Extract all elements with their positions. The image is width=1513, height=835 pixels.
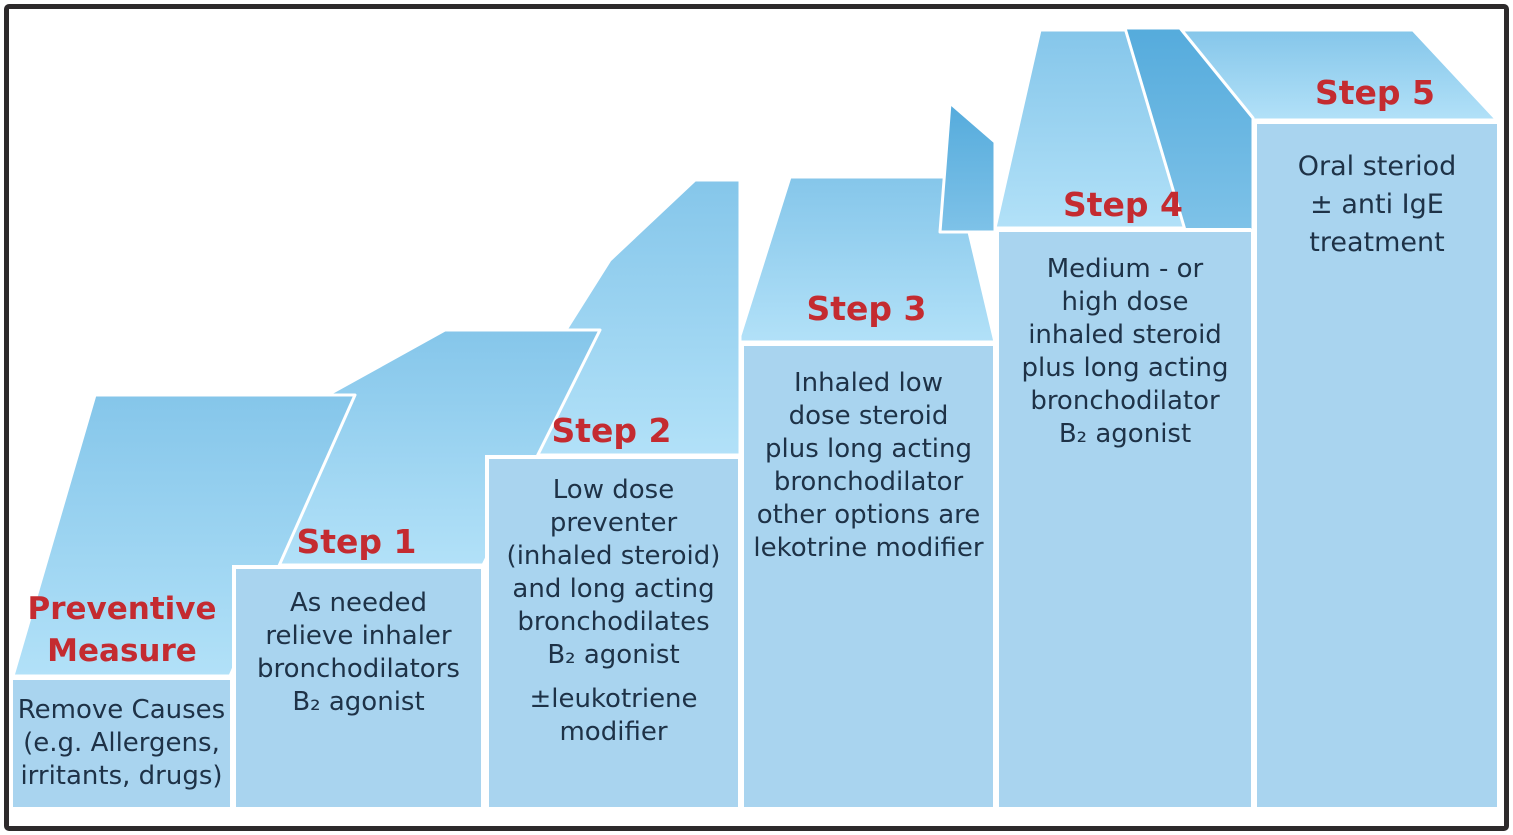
panel-preventive: Remove Causes(e.g. Allergens,irritants, …	[13, 676, 230, 807]
text-line: Oral steriod	[1297, 151, 1457, 182]
text-line: relieve inhaler	[265, 621, 452, 651]
panel-body-step-5: Oral steriod ± anti IgE treatment	[1257, 124, 1497, 262]
text-line: dose steroid	[788, 401, 949, 431]
label-step-4: Step 4	[995, 184, 1251, 226]
text-line: other options are	[756, 500, 981, 530]
text-line: Step 2	[551, 411, 672, 450]
text-line: and long acting	[512, 574, 715, 604]
text-line: bronchodilators	[257, 654, 460, 684]
text-line: preventer	[549, 508, 678, 538]
text-line: Step 3	[806, 289, 927, 328]
text-line: ±leukotriene	[529, 684, 698, 714]
text-line: Inhaled low	[794, 368, 943, 398]
text-line: inhaled steroid	[1028, 320, 1222, 350]
text-line: modifier	[559, 717, 668, 747]
text-line: Preventive	[27, 591, 217, 627]
text-line: As needed	[289, 588, 428, 618]
text-line: ± anti IgE	[1310, 189, 1444, 220]
text-line: Low dose	[552, 475, 675, 505]
text-line: B₂ agonist	[292, 687, 425, 717]
text-line: B₂ agonist	[1058, 419, 1192, 449]
text-line: (e.g. Allergens,	[23, 728, 220, 758]
label-step-1: Step 1	[232, 521, 481, 563]
text-line: high dose	[1061, 287, 1189, 317]
text-line: Medium - or	[1046, 254, 1204, 284]
text-line: irritants, drugs)	[20, 761, 223, 791]
text-line: Step 5	[1315, 73, 1435, 112]
text-line: treatment	[1309, 227, 1445, 258]
text-line: plus long acting	[1021, 353, 1229, 383]
text-line: lekotrine modifier	[753, 533, 984, 563]
label-step-3: Step 3	[740, 288, 993, 330]
text-line: bronchodilates	[517, 607, 710, 637]
text-line: bronchodilator	[773, 467, 964, 497]
text-line: bronchodilator	[1030, 386, 1220, 416]
panel-body-preventive: Remove Causes(e.g. Allergens,irritants, …	[13, 680, 230, 793]
text-line: Step 1	[296, 522, 417, 561]
label-step-2: Step 2	[485, 410, 738, 452]
text-line: Remove Causes	[17, 695, 226, 725]
panel-step-5: Oral steriod ± anti IgE treatment	[1253, 120, 1497, 807]
text-line: Step 4	[1063, 185, 1183, 224]
text-line: plus long acting	[764, 434, 973, 464]
text-line: (inhaled steroid)	[506, 541, 721, 571]
text-line: B₂ agonist	[547, 640, 680, 670]
side-face-step-4	[938, 101, 997, 234]
label-step-5: Step 5	[1253, 72, 1497, 114]
text-line: Measure	[47, 633, 197, 669]
